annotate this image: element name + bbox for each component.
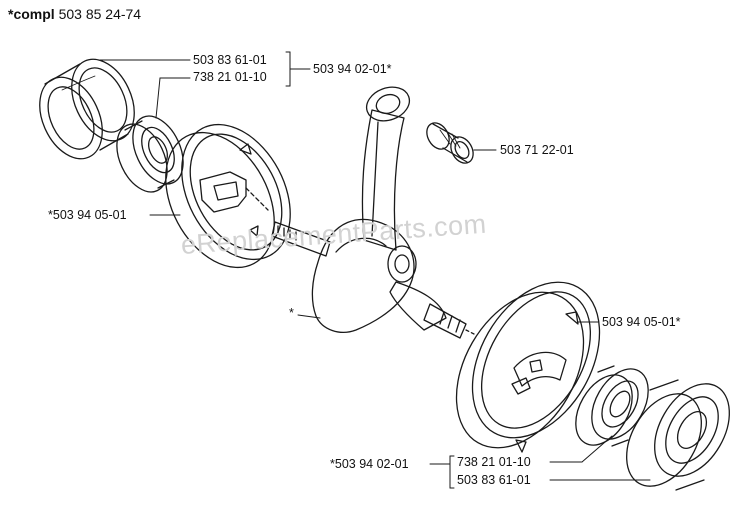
header-prefix: *compl bbox=[8, 6, 55, 22]
label-top-group: 503 94 02-01* bbox=[313, 62, 392, 76]
ball-bearing-top bbox=[116, 115, 184, 193]
label-crankcase-half-right: 503 94 05-01* bbox=[602, 315, 681, 329]
label-ball-bearing-top: 738 21 01-10 bbox=[193, 70, 267, 84]
assembly-header: *compl 503 85 24-74 bbox=[8, 6, 141, 22]
label-ball-bearing-bottom: 738 21 01-10 bbox=[457, 455, 531, 469]
label-crankcase-half-left: *503 94 05-01 bbox=[48, 208, 127, 222]
bearing-shell-bottom bbox=[626, 379, 730, 491]
label-bearing-shell-bottom: 503 83 61-01 bbox=[457, 473, 531, 487]
label-crankshaft: * bbox=[289, 306, 294, 320]
label-bearing-shell-top: 503 83 61-01 bbox=[193, 53, 267, 67]
header-number: 503 85 24-74 bbox=[58, 6, 142, 22]
crankcase-half-left bbox=[165, 123, 291, 269]
label-needle-bearing: 503 71 22-01 bbox=[500, 143, 574, 157]
crankshaft bbox=[271, 86, 475, 339]
crankcase-half-right bbox=[455, 281, 601, 453]
needle-bearing bbox=[426, 122, 474, 164]
label-bottom-group: *503 94 02-01 bbox=[330, 457, 409, 471]
bearing-shell-top bbox=[39, 58, 135, 160]
leader-lines bbox=[99, 51, 651, 489]
